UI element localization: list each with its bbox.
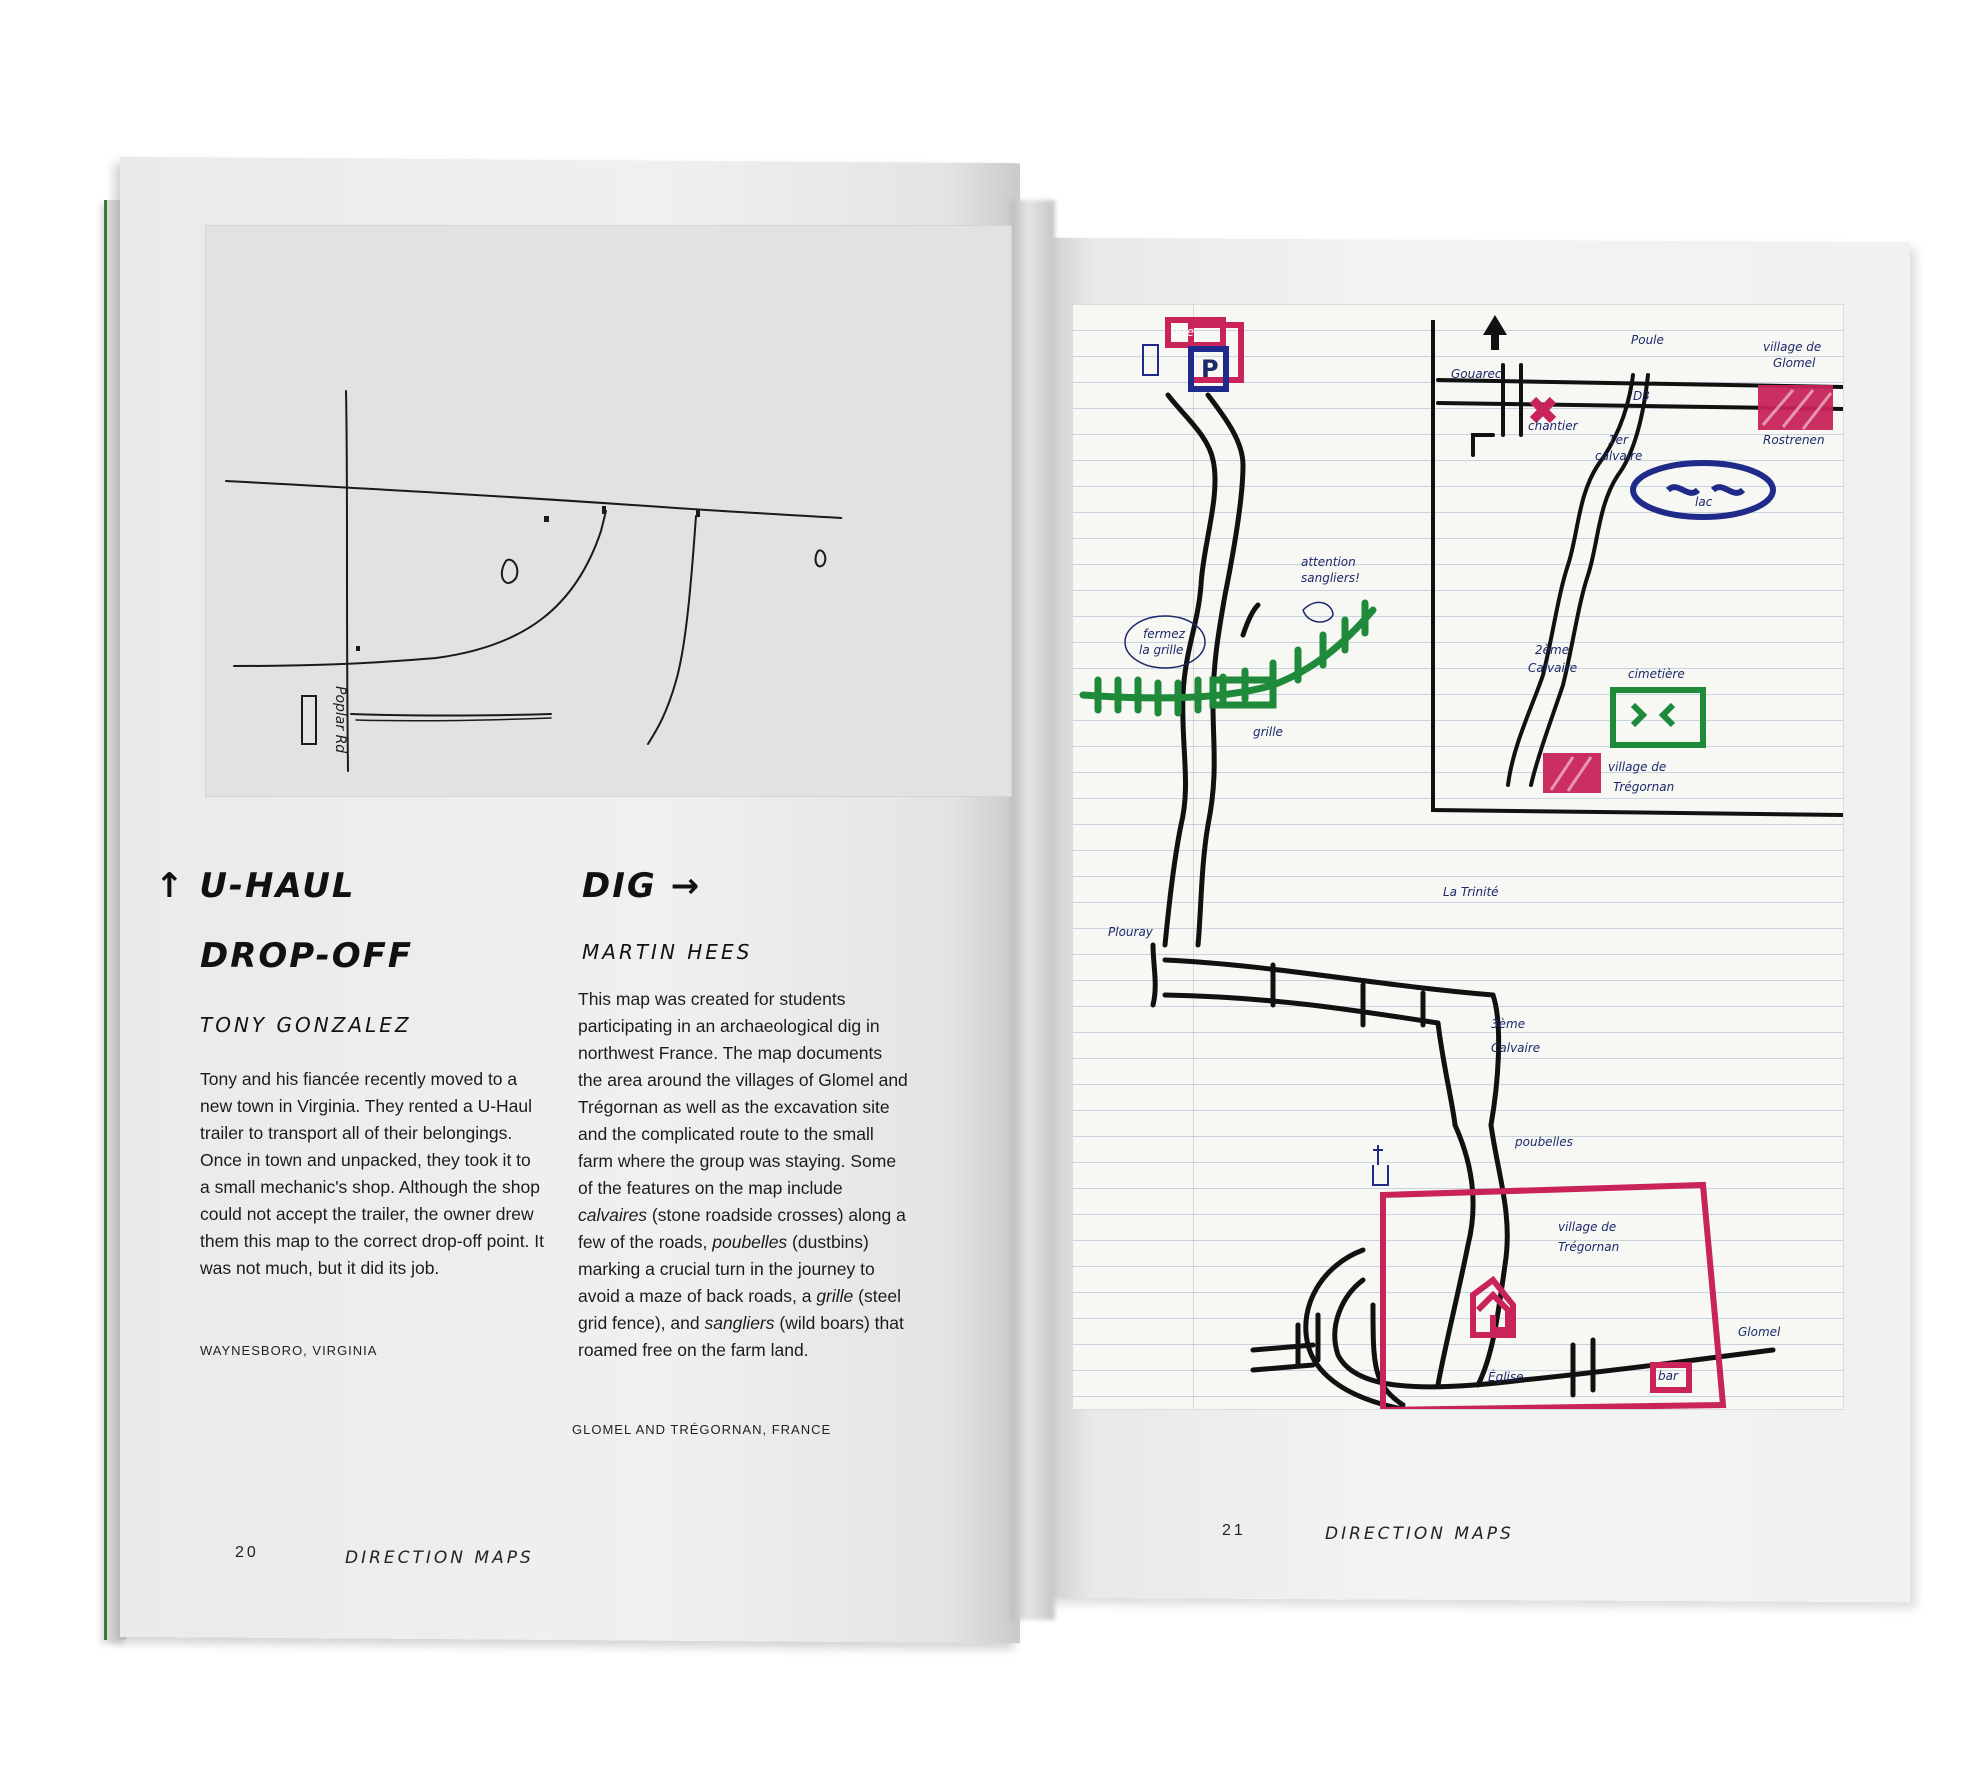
article1-title-line1: ↑ U-HAUL (155, 866, 356, 906)
attention-label: attention (1301, 555, 1356, 569)
la-grille-label: la grille (1139, 643, 1184, 657)
dig-map-illustration: gîte P attention sangliers! fermez la gr… (1072, 304, 1844, 1410)
term-poubelles: poubelles (712, 1232, 788, 1252)
poubelles-label: poubelles (1515, 1135, 1573, 1149)
gouarec-label: Gouarec (1451, 367, 1502, 381)
term-sangliers: sangliers (704, 1313, 775, 1333)
uhaul-map-drawing: Poplar Rd (225, 390, 843, 772)
cimetiere-label: cimetière (1628, 667, 1685, 681)
eglise-label: Église (1488, 1370, 1524, 1384)
paper-margin-line (1193, 305, 1194, 1409)
poule-label: Poule (1631, 333, 1664, 347)
article2-author: MARTIN HEES (582, 940, 753, 964)
article1-body: Tony and his fiancée recently moved to a… (200, 1069, 545, 1278)
village-glomel-label-2: Glomel (1773, 356, 1816, 370)
poplar-road-label: Poplar Rd (332, 686, 348, 753)
term-grille: grille (816, 1286, 854, 1306)
right-running-head: DIRECTION MAPS (1325, 1524, 1514, 1544)
left-page-number: 20 (235, 1544, 259, 1561)
village-tregornan-upper-label-1: village de (1608, 760, 1667, 774)
lac-label: lac (1695, 495, 1713, 509)
plouray-label: Plouray (1108, 925, 1153, 939)
term-calvaires: calvaires (578, 1205, 648, 1225)
article2-body-part: (dustbins) marking a crucial turn in the… (578, 1232, 875, 1306)
calvaire2-label-1: 2ème (1535, 643, 1570, 657)
fermez-label: fermez (1143, 627, 1185, 641)
calvaire1-label-b: calvaire (1595, 449, 1643, 463)
d3-label: D3 (1633, 389, 1650, 403)
rostrenen-label: Rostrenen (1763, 433, 1825, 447)
calvaire2-label-2: Calvaire (1528, 661, 1578, 675)
article1-title-line2: DROP-OFF (200, 936, 414, 976)
calvaire3-label-2: Calvaire (1491, 1041, 1541, 1055)
right-page-number: 21 (1222, 1522, 1246, 1539)
dig-map-drawing (1079, 315, 1843, 1409)
la-trinite-label: La Trinité (1443, 885, 1499, 899)
article2-body-part: (wild boars) that roamed free on the far… (578, 1313, 904, 1360)
article2-body-part: This map was created for students partic… (578, 989, 908, 1198)
article1-author: TONY GONZALEZ (200, 1013, 412, 1037)
article2-location: GLOMEL AND TRÉGORNAN, FRANCE (572, 1422, 832, 1437)
article2-body-part: (stone roadside crosses) along a few of … (578, 1205, 906, 1252)
uhaul-map-illustration: Poplar Rd (205, 225, 1012, 797)
grille-label: grille (1253, 725, 1283, 739)
parking-label: P (1201, 355, 1219, 383)
left-running-head: DIRECTION MAPS (345, 1548, 534, 1568)
village-tregornan-label-1: village de (1558, 1220, 1617, 1234)
bar-label: bar (1658, 1369, 1678, 1383)
article1-location: WAYNESBORO, VIRGINIA (200, 1343, 378, 1358)
village-tregornan-label-2: Trégornan (1558, 1240, 1620, 1254)
chantier-label: chantier (1528, 419, 1578, 433)
article2-body: This map was created for students partic… (578, 986, 908, 1364)
article2-body-part: (steel grid fence), and (578, 1286, 901, 1333)
village-glomel-label-1: village de (1763, 340, 1822, 354)
calvaire1-label: 1er (1608, 433, 1628, 447)
book-gutter (1010, 200, 1055, 1620)
gite-label: gîte (1171, 325, 1195, 339)
calvaire3-label-1: 3ème (1491, 1017, 1526, 1031)
village-tregornan-upper-label-2: Trégornan (1613, 780, 1675, 794)
glomel-label: Glomel (1738, 1325, 1781, 1339)
article2-title: DIG → (582, 866, 702, 906)
sangliers-label: sangliers! (1301, 571, 1360, 585)
